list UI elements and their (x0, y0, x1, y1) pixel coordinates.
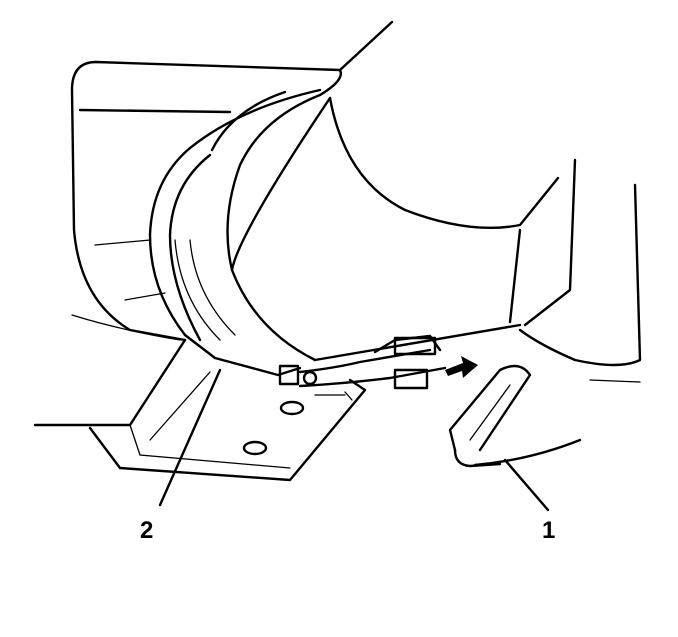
steering-shaft (230, 20, 560, 362)
direction-arrow (445, 356, 478, 378)
bearing-ring (148, 68, 342, 377)
leader-line-2 (158, 368, 222, 507)
right-housing (508, 158, 642, 383)
bracket-hole-upper (279, 400, 305, 416)
bracket-hole-lower (242, 440, 268, 456)
connector-upper (393, 336, 437, 356)
connector-lower (393, 368, 429, 390)
connector-cover (448, 364, 582, 468)
bottom-bracket (33, 338, 367, 482)
callout-1-label: 1 (542, 517, 555, 544)
wiring-harness (278, 334, 447, 401)
left-housing (70, 60, 342, 342)
clip-left (278, 364, 300, 386)
leader-line-1 (503, 458, 550, 512)
callout-2-label: 2 (140, 517, 153, 544)
